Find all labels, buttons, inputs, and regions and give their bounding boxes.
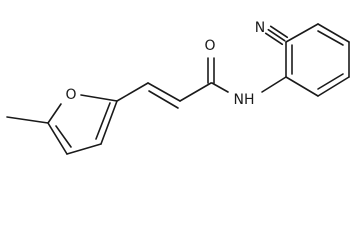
benzene-ring-bond (317, 23, 350, 43)
benzene-ring-bond (285, 23, 319, 43)
carbonyl-c-n-bond (211, 82, 229, 93)
furan-ring-bond (80, 94, 118, 102)
amide-nh-label: NH (234, 92, 255, 108)
benzene-inner-double-bond (317, 30, 344, 46)
vinyl-furan-bond (116, 82, 149, 102)
nitrile-triple-bond-line (267, 28, 286, 42)
nitrile-group (264, 25, 289, 46)
nitrile-triple-bond-line (264, 32, 284, 46)
c-c-single-bond (179, 82, 212, 102)
benzene-ring-bond (285, 76, 319, 97)
chemical-structure-diagram: N NH O O (6, 20, 350, 155)
alkene-double-bond (148, 90, 179, 109)
furan-ring-bond (47, 122, 68, 155)
furan-inner-double-bond (95, 102, 111, 140)
carbonyl-oxygen-label: O (204, 38, 215, 54)
alkene-double-bond (147, 82, 181, 102)
furan-oxygen-label: O (65, 87, 76, 103)
furan-ring (47, 94, 118, 155)
furan-ring-bond (47, 103, 62, 124)
nitrile-nitrogen-label: N (255, 20, 265, 36)
benzene-inner-double-bond (317, 73, 344, 90)
n-aryl-bond (261, 76, 287, 93)
furan-ring-bond (66, 143, 102, 155)
nitrile-triple-bond-line (269, 25, 289, 39)
methyl-bond (6, 116, 49, 124)
furan-inner-double-bond (55, 125, 72, 148)
benzene-ring (285, 23, 350, 97)
benzene-ring-bond (317, 76, 350, 97)
furan-ring-bond (100, 100, 118, 145)
